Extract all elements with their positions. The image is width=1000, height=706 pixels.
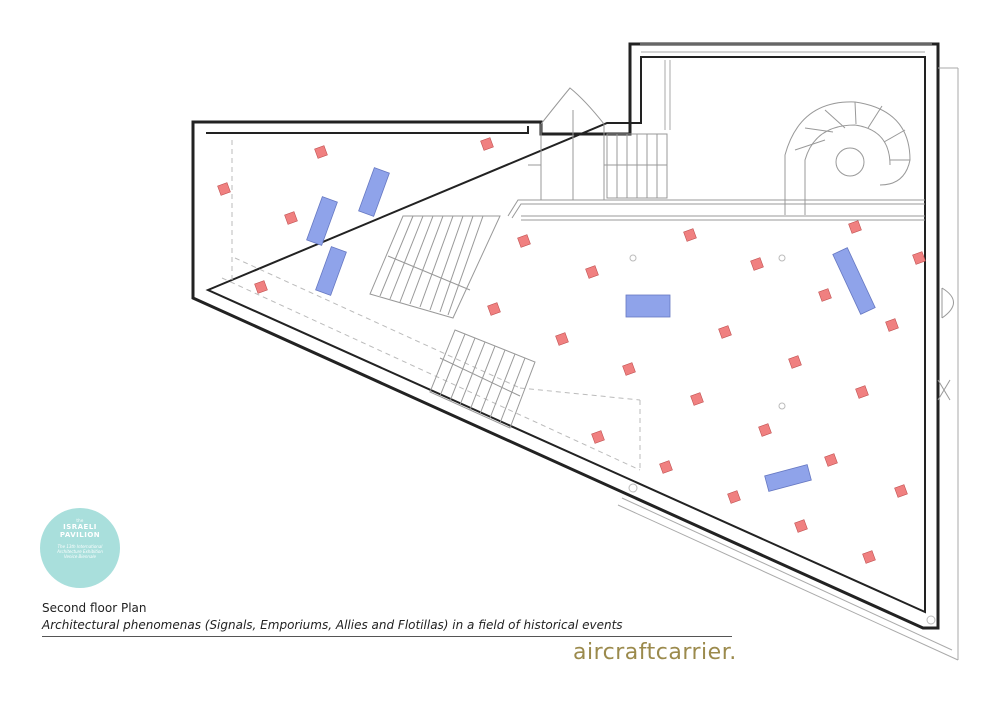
main-stair-upper: [369, 215, 501, 319]
israeli-pavilion-badge: the ISRAELI PAVILION The 13th Internatio…: [40, 508, 120, 588]
signal-marker: [818, 288, 832, 302]
entrance-arch: [528, 87, 620, 200]
signal-marker: [758, 423, 772, 437]
emporium-block: [315, 246, 347, 296]
signal-marker: [794, 519, 808, 533]
columns: [628, 254, 936, 625]
signal-marker: [585, 265, 599, 279]
balcony-edge: [507, 199, 925, 221]
badge-title-line2: PAVILION: [59, 531, 101, 539]
signal-marker: [848, 220, 862, 234]
plan-subtitle: Architectural phenomenas (Signals, Empor…: [42, 618, 623, 632]
signal-marker: [855, 385, 869, 399]
emporium-block: [358, 167, 390, 217]
signal-marker: [894, 484, 908, 498]
upper-stair: [606, 133, 668, 199]
side-door: [937, 287, 954, 401]
badge-title-line1: ISRAELI: [63, 523, 97, 531]
signal-marker: [487, 302, 501, 316]
signal-marker: [284, 211, 298, 225]
brand-wordmark: aircraftcarrier.: [573, 640, 737, 665]
inner-wall: [205, 56, 926, 614]
main-stair-lower: [429, 329, 536, 429]
emporium-block: [764, 464, 812, 492]
signal-marker: [885, 318, 899, 332]
badge-subtitle: The 13th International Architecture Exhi…: [57, 544, 103, 559]
signals: [217, 137, 926, 564]
signal-marker: [217, 182, 231, 196]
plan-title: Second floor Plan: [42, 601, 147, 615]
exterior-outline: [617, 43, 959, 661]
signal-marker: [727, 490, 741, 504]
signal-marker: [517, 234, 531, 248]
signal-marker: [555, 332, 569, 346]
signal-marker: [718, 325, 732, 339]
spiral-stair: [784, 101, 911, 215]
signal-marker: [659, 460, 673, 474]
signal-marker: [622, 362, 636, 376]
badge-small-text: the: [76, 518, 84, 523]
signal-marker: [788, 355, 802, 369]
signal-marker: [480, 137, 494, 151]
dashed-guides: [221, 140, 641, 471]
signal-marker: [862, 550, 876, 564]
emporium-block: [306, 196, 338, 246]
caption-divider: [42, 636, 732, 637]
signal-marker: [912, 251, 926, 265]
signal-marker: [824, 453, 838, 467]
signal-marker: [314, 145, 328, 159]
signal-marker: [683, 228, 697, 242]
signal-marker: [591, 430, 605, 444]
emporiums: [306, 167, 876, 492]
signal-marker: [750, 257, 764, 271]
emporium-block: [625, 294, 671, 318]
signal-marker: [690, 392, 704, 406]
emporium-block: [832, 247, 876, 315]
signal-marker: [254, 280, 268, 294]
